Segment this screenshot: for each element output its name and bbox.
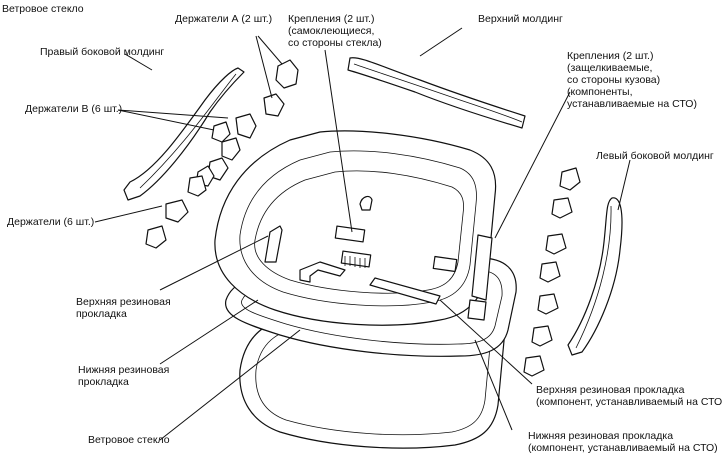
label-windshield-top: Ветровое стекло bbox=[2, 3, 84, 15]
upper-molding bbox=[347, 57, 526, 129]
holder-right-1 bbox=[559, 167, 581, 191]
glass-clip-1 bbox=[334, 225, 366, 243]
left-side-molding bbox=[567, 197, 623, 356]
holder-left-1 bbox=[165, 199, 189, 223]
label-holders-a: Держатели А (2 шт.) bbox=[175, 13, 273, 25]
label-upper-gasket: Верхняя резиновая прокладка bbox=[76, 296, 171, 320]
label-right-side-molding: Правый боковой молдинг bbox=[40, 46, 165, 58]
label-holders-6: Держатели (6 шт.) bbox=[7, 216, 95, 228]
holder-a-2 bbox=[263, 93, 285, 117]
right-side-molding bbox=[123, 67, 245, 201]
holder-right-2 bbox=[551, 197, 573, 219]
label-upper-gasket-sto: Верхняя резиновая прокладка (компонент, … bbox=[536, 384, 722, 408]
label-windshield-bottom: Ветровое стекло bbox=[88, 434, 170, 446]
holder-left-2 bbox=[145, 225, 167, 249]
holder-right-6 bbox=[531, 325, 553, 347]
holder-right-5 bbox=[537, 293, 559, 315]
holder-b-2 bbox=[221, 137, 241, 161]
upper-rubber-gasket bbox=[254, 170, 464, 294]
upper-gasket-strip-sto bbox=[369, 277, 441, 305]
label-left-side-molding: Левый боковой молдинг bbox=[596, 150, 714, 162]
holder-b-1 bbox=[235, 113, 257, 139]
label-clips-glass: Крепления (2 шт.) (самоклеющиеся, со сто… bbox=[288, 13, 382, 49]
windshield-glass bbox=[214, 130, 497, 326]
label-holders-b: Держатели В (6 шт.) bbox=[25, 103, 123, 115]
label-clips-body: Крепления (2 шт.) (защелкиваемые, со сто… bbox=[567, 50, 697, 110]
holder-right-4 bbox=[539, 261, 561, 283]
holder-b-6 bbox=[211, 121, 231, 143]
holder-a-1 bbox=[275, 59, 299, 89]
label-lower-gasket-sto: Нижняя резиновая прокладка (компонент, у… bbox=[528, 430, 718, 454]
holder-right-3 bbox=[545, 233, 567, 255]
leader-lines bbox=[94, 27, 631, 441]
label-lower-gasket: Нижняя резиновая прокладка bbox=[78, 364, 170, 388]
holder-b-5 bbox=[187, 175, 207, 197]
label-upper-molding: Верхний молдинг bbox=[478, 13, 563, 25]
